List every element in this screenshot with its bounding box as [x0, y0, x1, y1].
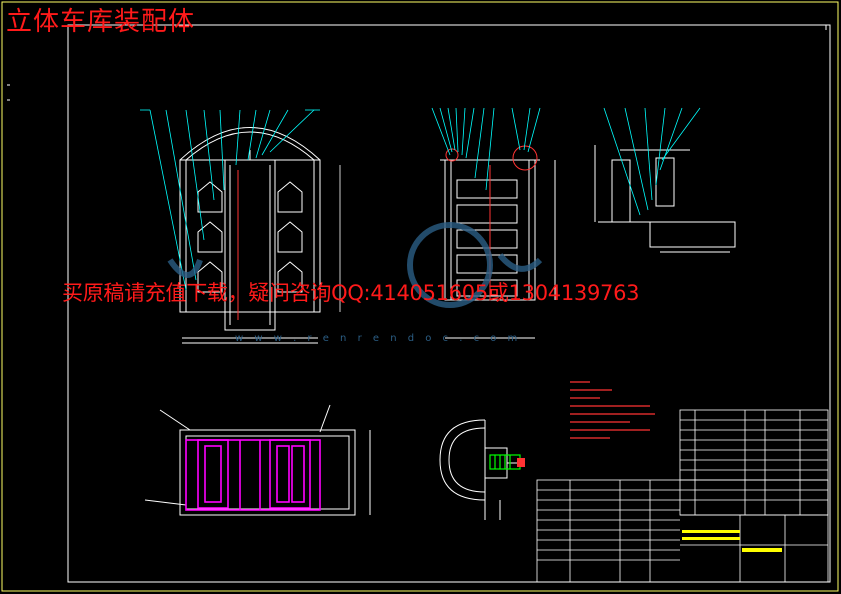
tech-notes: [570, 381, 655, 439]
detail-view: [594, 145, 736, 253]
plan-view-highlight: [185, 439, 321, 511]
bolt-red: [517, 458, 525, 467]
watermark-logo: [167, 222, 543, 308]
bolt-section: [439, 419, 525, 520]
watermark-url: w w w . r e n r e n d o c . c o m: [235, 333, 522, 344]
inner-frame: [67, 24, 831, 583]
parts-list: [679, 409, 829, 516]
detail-view-leaders: [603, 107, 701, 216]
bolt-thread: [489, 454, 521, 470]
front-view-leaders: [140, 109, 320, 291]
title-block: [536, 479, 829, 583]
drawing-title: 立体车库装配体: [6, 7, 196, 37]
title-block-highlight: [682, 530, 782, 552]
front-view: [179, 127, 321, 344]
frame-marks: [7, 25, 827, 101]
plan-view: [144, 404, 371, 516]
side-view: [440, 159, 556, 339]
side-view-leaders: [431, 107, 541, 191]
promo-text: 买原稿请充值下载，疑问咨询QQ:414051605或1304139763: [62, 281, 640, 305]
